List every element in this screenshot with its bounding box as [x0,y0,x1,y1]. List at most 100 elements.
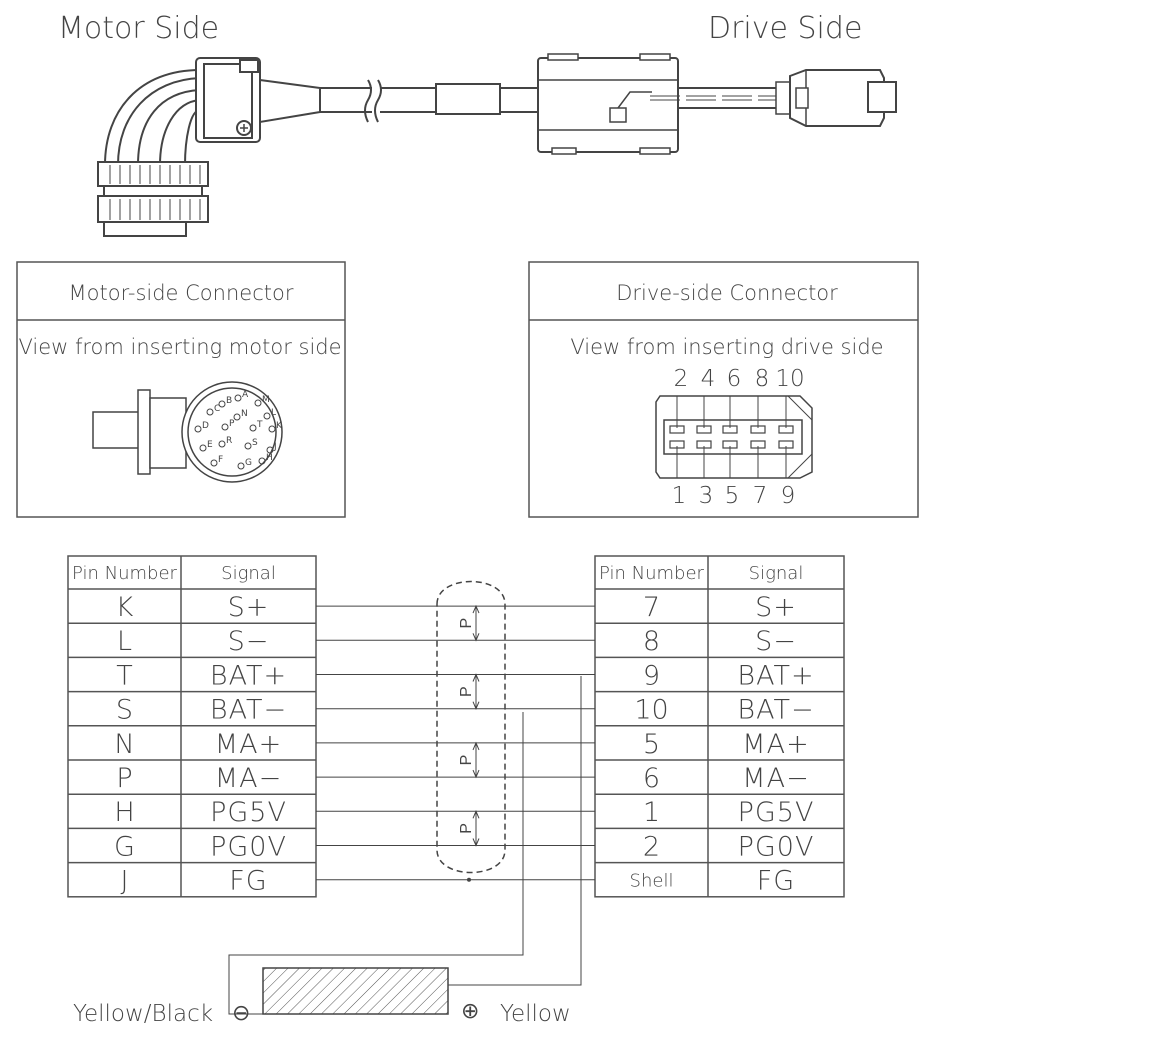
motor-pin-marker [233,413,241,421]
drive-pin-contact [778,440,794,449]
battery-negative-wire-label: Yellow/Black [73,1001,213,1027]
drive-pin-label-bottom: 1 [672,483,687,509]
table-cell-signal: MA+ [215,729,282,760]
motor-pin-marker [254,399,262,407]
motor-pin-marker [221,423,229,431]
table-cell-pin: 8 [643,626,660,657]
wiring-lines [316,605,595,882]
table-cell-pin: S [116,695,133,726]
motor-pin-marker [234,394,242,402]
battery-positive-wire-label: Yellow [500,1001,571,1027]
pair-arrow [472,838,480,847]
table-header-signal: Signal [749,563,804,584]
drive-pin-label-top: 10 [775,366,804,392]
twisted-pair-label: P [458,618,475,629]
table-cell-signal: BAT− [737,695,814,726]
table-cell-signal: MA+ [742,729,809,760]
table-cell-pin: H [114,797,134,828]
table-cell-pin: T [116,660,133,691]
motor-connector-subtitle: View from inserting motor side [18,335,341,359]
table-cell-pin: Shell [630,871,674,892]
motor-pin-label: L [271,408,276,418]
drive-connector-subtitle: View from inserting drive side [570,335,883,359]
motor-pin-marker [244,442,252,450]
battery: ⊖ ⊕ Yellow/Black Yellow [73,676,582,1027]
table-header-pin: Pin Number [72,563,177,584]
table-cell-pin: P [116,763,132,794]
drive-side-heading: Drive Side [708,11,862,46]
motor-connector-face [92,381,283,483]
motor-connector-illustration [97,57,538,237]
twisted-pair-label: P [458,686,475,697]
drive-pin-label-top: 2 [674,366,689,392]
motor-pin-label: N [241,409,248,419]
motor-pin-label: C [214,404,220,414]
table-header-signal: Signal [221,563,276,584]
motor-side-heading: Motor Side [58,11,219,46]
drive-pin-contact [669,425,685,434]
motor-pin-marker [268,425,276,433]
drive-side-connector-panel: Drive-side Connector View from inserting… [528,261,919,518]
motor-pin-marker [249,424,257,432]
motor-side-connector-panel: Motor-side Connector View from inserting… [16,261,346,518]
twisted-pair-label: P [458,823,475,834]
drive-pin-contact [750,425,766,434]
motor-pin-label: J [273,442,277,452]
drive-pin-contact [778,425,794,434]
drive-connector-face [655,395,813,479]
motor-pin-label: S [252,438,258,448]
table-cell-signal: BAT+ [737,660,814,691]
pair-arrow [472,741,480,751]
pair-arrow [472,604,480,614]
motor-pin-label: D [202,421,209,431]
drive-pin-contact [696,440,712,449]
motor-pin-marker [199,444,207,452]
battery-body [262,967,449,1015]
motor-pin-marker [218,440,226,448]
table-cell-pin: 1 [643,797,660,828]
motor-pin-marker [258,457,266,465]
table-cell-pin: 10 [634,695,668,726]
drive-connector-title: Drive-side Connector [616,281,838,305]
table-cell-signal: PG5V [210,797,287,828]
pair-arrow [472,673,480,682]
table-cell-signal: BAT− [210,695,287,726]
drive-connector-illustration [537,53,897,155]
motor-pin-label: G [245,458,252,468]
drive-pin-label-bottom: 9 [781,483,796,509]
table-cell-pin: 2 [643,831,660,862]
motor-pin-marker [206,408,214,416]
table-cell-pin: N [114,729,134,760]
table-cell-pin: J [121,866,129,897]
motor-pin-label: K [276,421,283,431]
table-cell-pin: 7 [643,592,660,623]
table-cell-signal: MA− [215,763,282,794]
motor-pin-marker [237,462,245,470]
motor-pin-label: E [207,440,213,450]
table-cell-signal: PG0V [210,831,287,862]
table-cell-signal: PG0V [738,831,815,862]
motor-pin-label: P [229,419,235,429]
drive-pin-contact [722,440,738,449]
table-cell-pin: 6 [643,763,660,794]
motor-pin-marker [194,425,202,433]
motor-pin-label: F [218,455,223,465]
table-cell-signal: S+ [228,592,270,623]
table-cell-signal: S− [755,626,797,657]
drive-pin-label-top: 8 [755,366,770,392]
cable-shield [436,580,506,874]
table-cell-pin: L [117,626,132,657]
motor-pin-label: M [262,395,270,405]
pair-arrow [472,701,480,710]
motor-pin-label: H [266,453,273,463]
table-cell-signal: FG [757,866,795,897]
drive-pin-contact [750,440,766,449]
drive-pin-label-bottom: 5 [725,483,740,509]
drive-pin-contact [722,425,738,434]
